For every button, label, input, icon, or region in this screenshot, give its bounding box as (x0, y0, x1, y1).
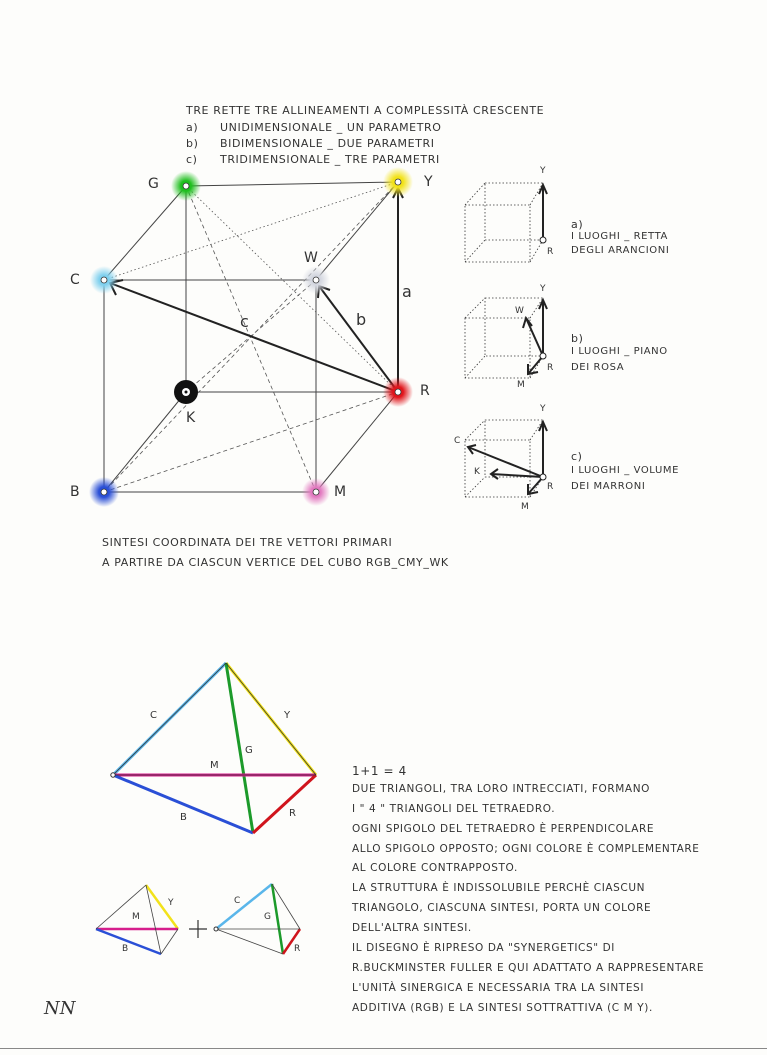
cube-label-g: G (148, 176, 159, 192)
text-line-2: I " 4 " TRIANGOLI DEL TETRAEDRO. (352, 803, 556, 815)
small-cube-b (464, 297, 544, 379)
tetra-small-right (215, 883, 302, 955)
small-a-key: a) (571, 218, 584, 231)
vector-label-b: b (356, 310, 367, 329)
small-a-line1: I LUOGHI _ RETTA (571, 231, 668, 242)
cube-caption-line1: SINTESI COORDINATA DEI TRE VETTORI PRIMA… (102, 536, 393, 549)
text-line-6: LA STRUTTURA È INDISSOLUBILE PERCHÈ CIAS… (352, 882, 646, 894)
tetrahedron-large (111, 661, 318, 835)
small-c-key: c) (571, 450, 583, 463)
cube-label-w: W (304, 250, 318, 266)
small-c-label-c: C (454, 436, 461, 446)
text-line-1: DUE TRIANGOLI, TRA LORO INTRECCIATI, FOR… (352, 783, 651, 795)
small-c-label-m: M (521, 502, 529, 512)
tetra-label-r: R (289, 808, 296, 819)
small-b-label-m: M (517, 380, 525, 390)
small-c-line1: I LUOGHI _ VOLUME (571, 465, 680, 476)
small-b-line1: I LUOGHI _ PIANO (571, 346, 668, 357)
small-tetra-label-m: M (132, 912, 140, 922)
small-tetra-label-r: R (294, 944, 301, 954)
text-line-9: IL DISEGNO È RIPRESO DA "SYNERGETICS" DI (352, 942, 615, 954)
small-b-label-r: R (547, 363, 554, 373)
vector-arrows (108, 185, 404, 393)
small-c-label-y: Y (540, 404, 546, 414)
small-c-label-k: K (474, 467, 480, 477)
text-line-4: ALLO SPIGOLO OPPOSTO; OGNI COLORE È COMP… (352, 843, 700, 855)
text-line-3: OGNI SPIGOLO DEL TETRAEDRO È PERPENDICOL… (352, 823, 655, 835)
signature: NN (44, 998, 76, 1019)
item-a-text: UNIDIMENSIONALE _ UN PARAMETRO (220, 121, 442, 134)
small-a-label-y: Y (540, 166, 546, 176)
small-c-label-r: R (547, 482, 554, 492)
small-b-key: b) (571, 332, 584, 345)
small-c-line2: DEI MARRONI (571, 481, 646, 492)
small-tetra-label-b: B (122, 944, 129, 954)
cube-label-r: R (420, 383, 430, 399)
tetra-label-c: C (150, 710, 157, 721)
tetra-label-y: Y (284, 710, 291, 721)
tetra-label-b: B (180, 812, 187, 823)
small-cube-c (464, 419, 544, 498)
text-line-7: TRIANGOLO, CIASCUNA SINTESI, PORTA UN CO… (352, 902, 652, 914)
text-line-10: R.BUCKMINSTER FULLER E QUI ADATTATO A RA… (352, 962, 705, 974)
text-line-12: ADDITIVA (RGB) E LA SINTESI SOTTRATTIVA … (352, 1002, 653, 1014)
cube-caption-line2: A PARTIRE DA CIASCUN VERTICE DEL CUBO RG… (102, 556, 449, 569)
small-b-label-w: W (515, 306, 524, 316)
cube-label-m: M (334, 484, 347, 500)
small-tetra-label-c: C (234, 896, 241, 906)
cube-vertices (89, 167, 413, 507)
item-a-key: a) (186, 121, 199, 134)
text-heading: 1+1 = 4 (352, 764, 407, 778)
page-bottom-rule (0, 1048, 767, 1049)
vector-label-a: a (402, 282, 412, 301)
text-line-11: L'UNITÀ SINERGICA E NECESSARIA TRA LA SI… (352, 982, 645, 994)
small-tetra-label-g: G (264, 912, 271, 922)
text-line-8: DELL'ALTRA SINTESI. (352, 922, 472, 934)
title-text: TRE RETTE TRE ALLINEAMENTI A COMPLESSITÀ… (186, 104, 545, 117)
item-b-key: b) (186, 137, 199, 150)
small-a-label-r: R (547, 247, 554, 257)
small-tetra-label-y: Y (168, 898, 174, 908)
tetra-label-m: M (210, 760, 219, 771)
small-b-line2: DEI ROSA (571, 362, 625, 373)
cube-label-b: B (70, 484, 80, 500)
item-c-text: TRIDIMENSIONALE _ TRE PARAMETRI (220, 153, 440, 166)
item-c-key: c) (186, 153, 198, 166)
small-a-line2: DEGLI ARANCIONI (571, 245, 670, 256)
small-cube-a (464, 182, 544, 263)
text-line-5: AL COLORE CONTRAPPOSTO. (352, 862, 518, 874)
vector-label-c: c (240, 312, 249, 331)
cube-label-y: Y (424, 174, 433, 190)
tetra-small-left (95, 884, 180, 956)
cube-label-c: C (70, 272, 80, 288)
cube-dotted-lines (103, 181, 399, 393)
cube-label-k: K (186, 410, 196, 426)
cube-edges (103, 181, 399, 493)
tetra-label-g: G (245, 745, 253, 756)
item-b-text: BIDIMENSIONALE _ DUE PARAMETRI (220, 137, 435, 150)
small-b-label-y: Y (540, 284, 546, 294)
